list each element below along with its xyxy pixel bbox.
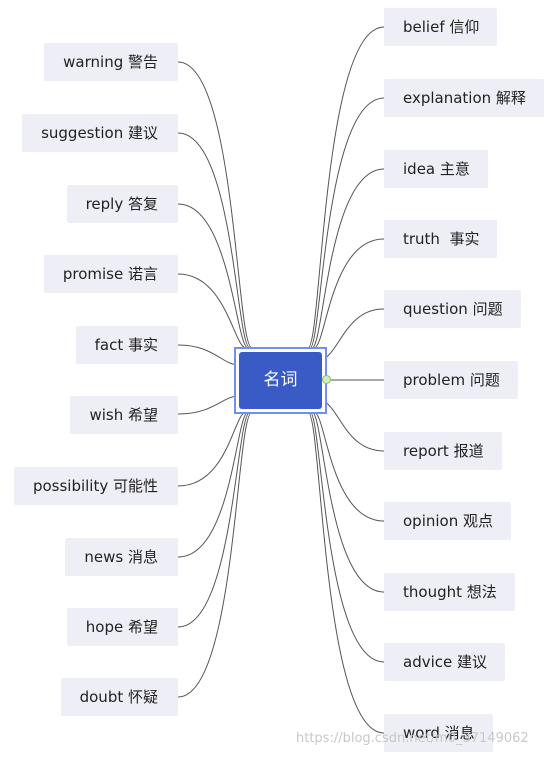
connector-hope — [177, 411, 251, 628]
connector-question — [321, 308, 385, 361]
connector-possibility — [177, 411, 247, 487]
node-word[interactable]: word 消息 — [384, 714, 493, 752]
node-label: warning 警告 — [63, 53, 158, 71]
node-idea[interactable]: idea 主意 — [384, 150, 488, 188]
connector-idea — [311, 168, 385, 349]
node-wish[interactable]: wish 希望 — [70, 396, 178, 434]
node-promise[interactable]: promise 诺言 — [43, 255, 178, 293]
node-label: news 消息 — [84, 548, 158, 566]
connector-opinion — [313, 411, 385, 522]
node-possibility[interactable]: possibility 可能性 — [13, 467, 178, 505]
node-hope[interactable]: hope 希望 — [66, 608, 178, 646]
node-fact[interactable]: fact 事实 — [75, 326, 178, 364]
connector-promise — [177, 273, 247, 349]
node-problem[interactable]: problem 问题 — [384, 361, 518, 399]
connector-warning — [177, 61, 253, 349]
node-suggestion[interactable]: suggestion 建议 — [22, 114, 178, 152]
node-label: fact 事实 — [94, 336, 158, 354]
node-label: problem 问题 — [403, 371, 500, 389]
connector-report — [321, 399, 385, 452]
node-label: wish 希望 — [89, 406, 158, 424]
node-warning[interactable]: warning 警告 — [44, 43, 178, 81]
node-question[interactable]: question 问题 — [384, 290, 521, 328]
center-node[interactable]: 名词 — [239, 352, 322, 409]
node-belief[interactable]: belief 信仰 — [384, 8, 498, 46]
node-label: report 报道 — [403, 442, 484, 460]
node-label: truth 事实 — [403, 230, 480, 248]
connector-truth — [313, 238, 385, 349]
node-explanation[interactable]: explanation 解释 — [384, 79, 544, 117]
connector-reply — [177, 203, 249, 349]
node-thought[interactable]: thought 想法 — [384, 573, 515, 611]
connector-explanation — [309, 97, 385, 349]
connector-advice — [309, 411, 385, 663]
collapse-toggle-icon[interactable] — [322, 375, 331, 384]
connector-suggestion — [177, 132, 251, 349]
node-label: word 消息 — [403, 724, 475, 742]
node-label: belief 信仰 — [403, 18, 480, 36]
node-label: advice 建议 — [403, 653, 488, 671]
connector-thought — [311, 411, 385, 593]
node-report[interactable]: report 报道 — [384, 432, 502, 470]
node-label: promise 诺言 — [62, 265, 158, 283]
node-label: idea 主意 — [403, 160, 470, 178]
connector-word — [307, 411, 385, 734]
connector-wish — [177, 395, 240, 415]
node-label: thought 想法 — [403, 583, 497, 601]
connector-news — [177, 411, 249, 558]
node-opinion[interactable]: opinion 观点 — [384, 502, 511, 540]
node-label: doubt 怀疑 — [79, 688, 158, 706]
node-truth[interactable]: truth 事实 — [384, 220, 498, 258]
node-label: opinion 观点 — [403, 512, 493, 530]
node-label: question 问题 — [403, 300, 503, 318]
node-label: possibility 可能性 — [32, 477, 158, 495]
node-label: hope 希望 — [85, 618, 158, 636]
watermark-text: https://blog.csdn.net/m0_37149062 — [296, 731, 529, 746]
node-doubt[interactable]: doubt 怀疑 — [60, 678, 178, 716]
node-reply[interactable]: reply 答复 — [66, 185, 178, 223]
connector-belief — [307, 26, 385, 349]
node-news[interactable]: news 消息 — [65, 538, 178, 576]
connector-fact — [177, 344, 240, 366]
node-advice[interactable]: advice 建议 — [384, 643, 506, 681]
node-label: suggestion 建议 — [41, 124, 158, 142]
node-label: explanation 解释 — [403, 89, 526, 107]
node-label: reply 答复 — [85, 195, 158, 213]
connector-doubt — [177, 411, 253, 698]
